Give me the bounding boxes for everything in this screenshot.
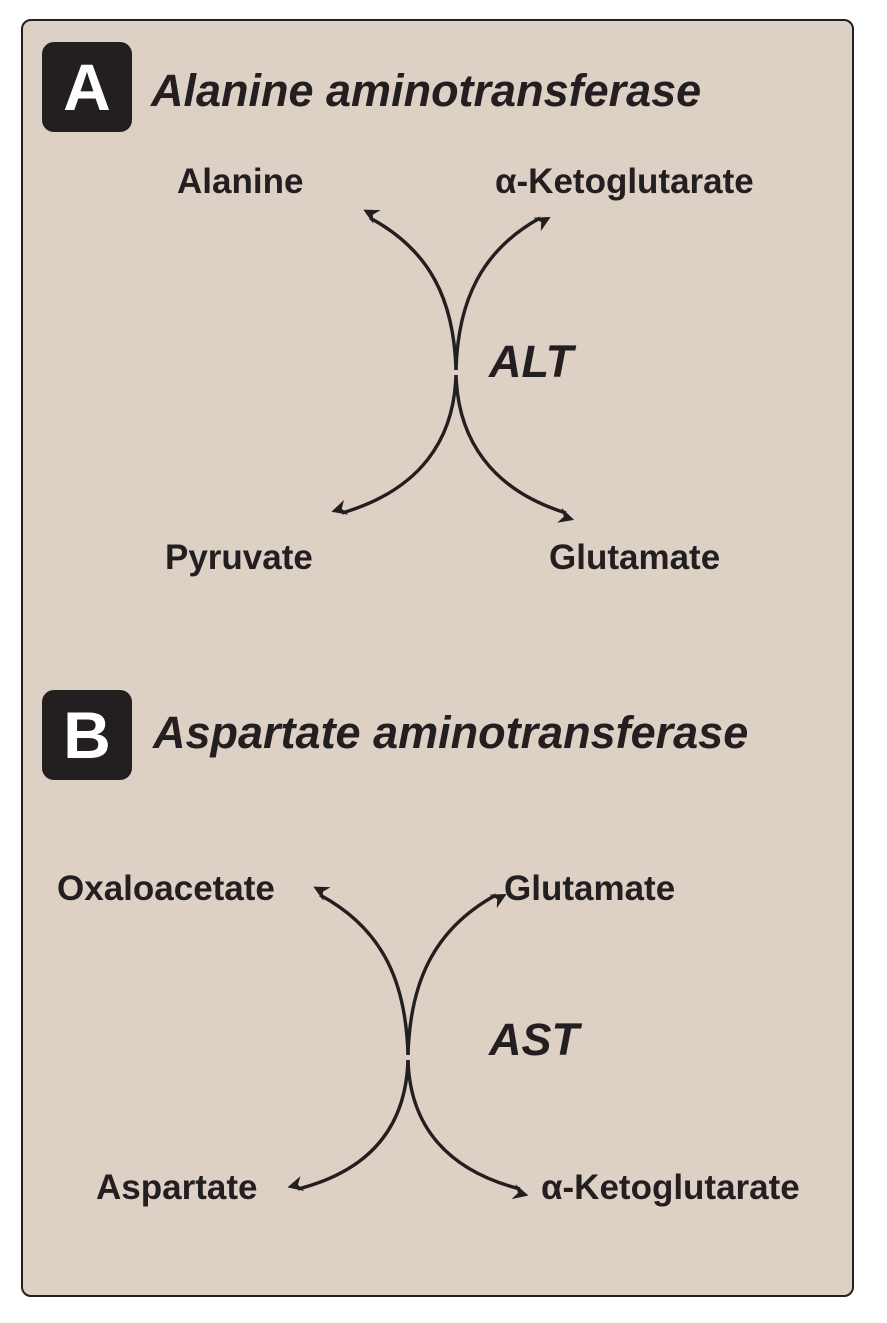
- panel-a-top-right-label: α-Ketoglutarate: [495, 162, 754, 201]
- diagram-panel: A Alanine aminotransferase Alanine α-Ket…: [21, 19, 854, 1297]
- panel-a-bottom-right-label: Glutamate: [549, 538, 721, 577]
- panel-a-arrow-to-top-left: [363, 209, 458, 371]
- panel-a-bottom-left-label: Pyruvate: [165, 538, 313, 577]
- panel-b-arrow-to-top-right: [406, 893, 507, 1056]
- panel-b-enzyme-label: AST: [489, 1014, 579, 1065]
- panel-b-arrow-to-bottom-left: [287, 1059, 410, 1191]
- panel-a-arrow-to-bottom-left: [331, 374, 458, 515]
- panel-b-arrow-to-top-left: [313, 886, 410, 1056]
- panel-a-title: Alanine aminotransferase: [151, 65, 702, 116]
- panel-a-top-left-label: Alanine: [177, 162, 304, 201]
- panel-b-top-right-label: Glutamate: [504, 869, 676, 908]
- panel-b-bottom-right-label: α-Ketoglutarate: [541, 1168, 800, 1207]
- panel-b-top-left-label: Oxaloacetate: [57, 869, 275, 908]
- panel-b-arrow-to-bottom-right: [406, 1059, 529, 1200]
- panel-a-badge: A: [42, 42, 132, 132]
- panel-a-arrows: [331, 209, 575, 523]
- panel-b-arrows: [287, 886, 529, 1200]
- panel-b-badge: B: [42, 690, 132, 780]
- panel-b-bottom-left-label: Aspartate: [96, 1168, 258, 1207]
- panel-b-title: Aspartate aminotransferase: [153, 707, 749, 758]
- panel-a-arrow-to-top-right: [454, 216, 551, 371]
- panel-a-arrow-to-bottom-right: [454, 374, 575, 523]
- panel-a-enzyme-label: ALT: [489, 336, 574, 387]
